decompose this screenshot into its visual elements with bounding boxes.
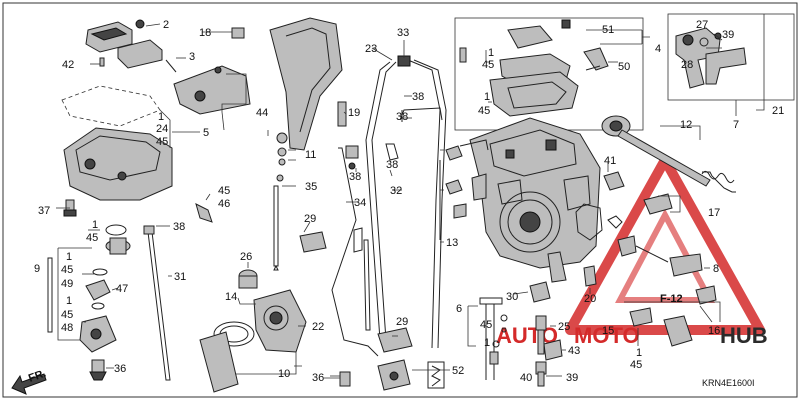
callout-45: 45 xyxy=(218,185,230,197)
callout-2: 2 xyxy=(163,19,169,31)
callout-7: 7 xyxy=(733,119,739,131)
callout-45: 45 xyxy=(480,319,492,331)
callout-1: 1 xyxy=(484,91,490,103)
callout-37: 37 xyxy=(38,205,50,217)
callout-29: 29 xyxy=(304,213,316,225)
callout-45: 45 xyxy=(630,359,642,371)
callout-1: 1 xyxy=(92,219,98,231)
callout-38: 38 xyxy=(386,159,398,171)
callout-1: 1 xyxy=(484,337,490,349)
callout-1: 1 xyxy=(66,251,72,263)
callout-13: 13 xyxy=(446,237,458,249)
front-direction-arrow xyxy=(11,373,47,395)
watermark-brand-moto: MOTO xyxy=(574,323,640,348)
callout-8: 8 xyxy=(713,263,719,275)
callout-11: 11 xyxy=(305,149,316,161)
callout-20: 20 xyxy=(584,293,596,305)
callout-44: 44 xyxy=(256,107,268,119)
callout-1: 1 xyxy=(488,47,494,59)
throttle-cam-frame xyxy=(667,13,795,101)
callout-36: 36 xyxy=(114,363,126,375)
vent-hose-group xyxy=(365,55,447,391)
callout-38: 38 xyxy=(396,111,408,123)
callout-28: 28 xyxy=(681,59,693,71)
callout-49: 49 xyxy=(61,278,73,290)
diagram-code: KRN4E1600I xyxy=(702,378,755,388)
callout-33: 33 xyxy=(397,27,409,39)
callout-4: 4 xyxy=(655,43,661,55)
callout-50: 50 xyxy=(618,61,630,73)
callout-1: 1 xyxy=(66,295,72,307)
section-label: F-12 xyxy=(660,293,683,305)
callout-38: 38 xyxy=(173,221,185,233)
carburetor-body xyxy=(439,117,601,283)
callout-45: 45 xyxy=(482,59,494,71)
callout-26: 26 xyxy=(240,251,252,263)
callout-6: 6 xyxy=(456,303,462,315)
callout-21: 21 xyxy=(772,105,784,117)
callout-45: 45 xyxy=(86,232,98,244)
float-chamber-group xyxy=(11,19,177,395)
callout-23: 23 xyxy=(365,43,377,55)
callout-40: 40 xyxy=(520,372,532,384)
top-cover-group xyxy=(459,19,609,117)
callout-46: 46 xyxy=(218,198,230,210)
callout-45: 45 xyxy=(156,136,168,148)
callout-19: 19 xyxy=(348,107,360,119)
callout-1: 1 xyxy=(158,111,164,123)
callout-15: 15 xyxy=(602,325,614,337)
callout-39: 39 xyxy=(722,29,734,41)
callout-labels: 2 3 42 1 24 45 5 37 1 45 9 1 45 49 47 1 … xyxy=(27,19,784,388)
callout-36: 36 xyxy=(312,372,324,384)
callout-45: 45 xyxy=(478,105,490,117)
watermark-triangle xyxy=(565,155,765,335)
callout-17: 17 xyxy=(708,207,720,219)
slide-valve-group xyxy=(173,17,379,393)
callout-3: 3 xyxy=(189,51,195,63)
callout-29: 29 xyxy=(396,316,408,328)
watermark-brand-hub: HUB xyxy=(720,323,768,348)
callout-35: 35 xyxy=(305,181,317,193)
callout-38: 38 xyxy=(412,91,424,103)
callout-10: 10 xyxy=(278,368,290,380)
callout-43: 43 xyxy=(568,345,580,357)
callout-45: 45 xyxy=(61,264,73,276)
callout-30: 30 xyxy=(506,291,518,303)
jet-parts-group xyxy=(479,281,563,387)
callout-42: 42 xyxy=(62,59,74,71)
callout-18: 18 xyxy=(199,27,211,39)
callout-24: 24 xyxy=(156,123,168,135)
callout-25: 25 xyxy=(558,321,570,333)
callout-1: 1 xyxy=(636,347,642,359)
callout-39: 39 xyxy=(566,372,578,384)
callout-31: 31 xyxy=(174,271,186,283)
front-direction-label: FR. xyxy=(27,367,48,384)
callout-32: 32 xyxy=(390,185,402,197)
callout-22: 22 xyxy=(312,321,324,333)
callout-52: 52 xyxy=(452,365,464,377)
callout-12: 12 xyxy=(680,119,692,131)
callout-47: 47 xyxy=(116,283,128,295)
callout-14: 14 xyxy=(225,291,237,303)
throttle-cam-group xyxy=(675,27,747,89)
callout-16: 16 xyxy=(708,325,720,337)
callout-41: 41 xyxy=(604,155,616,167)
callout-34: 34 xyxy=(354,197,366,209)
callout-45: 45 xyxy=(61,309,73,321)
throttle-shaft-group xyxy=(575,115,736,347)
callout-27: 27 xyxy=(696,19,708,31)
callout-9: 9 xyxy=(34,263,40,275)
callout-5: 5 xyxy=(203,127,209,139)
callout-51: 51 xyxy=(602,24,614,36)
callout-48: 48 xyxy=(61,322,73,334)
callout-38: 38 xyxy=(349,171,361,183)
